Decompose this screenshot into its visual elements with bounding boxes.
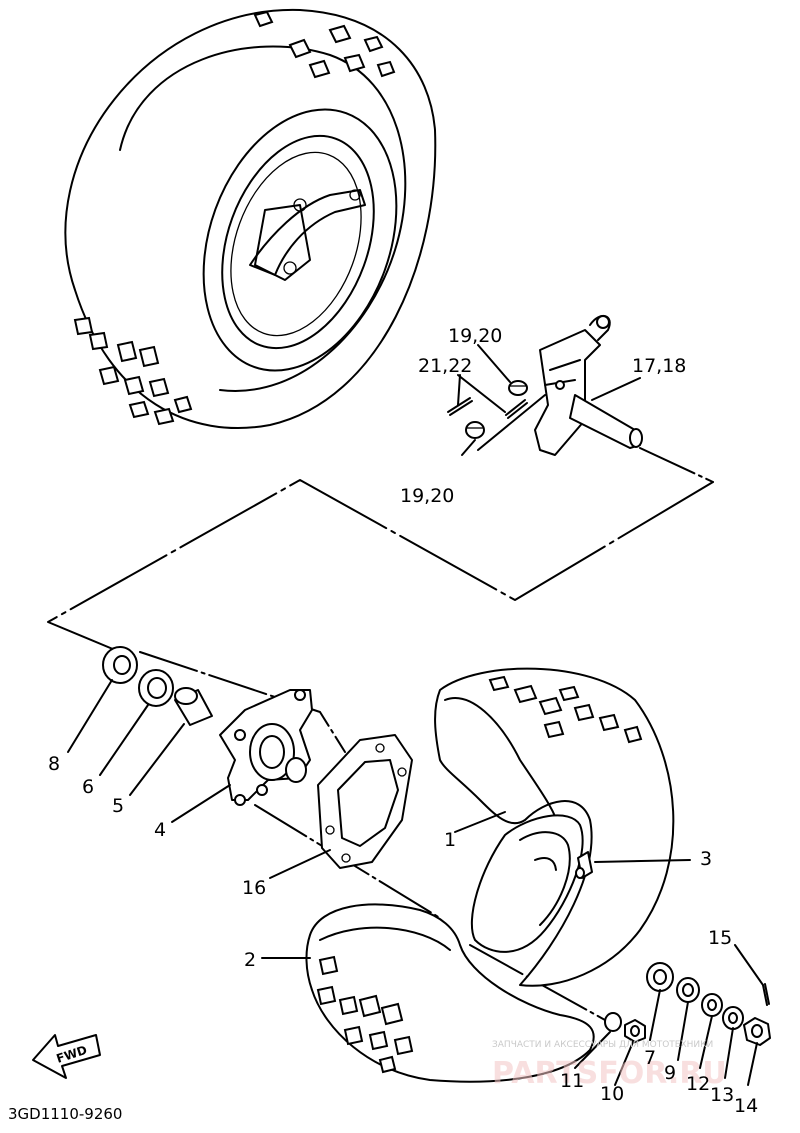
- tire-inner-half: [305, 903, 595, 1083]
- watermark-site: PARTSFOR.RU: [492, 1056, 727, 1091]
- callout-19-20-bottom: 19,20: [400, 485, 454, 507]
- callout-13: 13: [710, 1084, 734, 1106]
- assembled-wheel: [64, 8, 437, 429]
- part-14-nut: [743, 1017, 771, 1046]
- callout-7: 7: [644, 1047, 656, 1069]
- fwd-arrow: FWD: [32, 1034, 101, 1079]
- leader-lines-lower: [67, 679, 764, 1086]
- watermark: ЗАПЧАСТИ И АКСЕССУАРЫ ДЛЯ МОТОТЕХНИКИ PA…: [492, 1040, 727, 1091]
- wheel-rim-3: [470, 814, 593, 953]
- castle-nut-bottom: [465, 421, 485, 439]
- leader-lines-upper: [457, 344, 641, 456]
- part-7-washer: [646, 962, 674, 992]
- castle-nut-top: [508, 380, 528, 396]
- part-10-nut: [624, 1019, 646, 1043]
- callout-10: 10: [600, 1083, 624, 1105]
- callout-17-18: 17,18: [632, 355, 686, 377]
- callout-11: 11: [560, 1070, 584, 1092]
- part-13-washer: [722, 1006, 744, 1030]
- callout-3: 3: [700, 848, 712, 870]
- part-11-washer: [604, 1012, 622, 1032]
- callout-8: 8: [48, 753, 60, 775]
- callout-16: 16: [242, 877, 266, 899]
- oil-seal-8: [102, 646, 138, 684]
- callout-6: 6: [82, 776, 94, 798]
- watermark-tagline: ЗАПЧАСТИ И АКСЕССУАРЫ ДЛЯ МОТОТЕХНИКИ: [492, 1040, 713, 1050]
- callout-9: 9: [664, 1062, 676, 1084]
- part-9-washer: [676, 977, 700, 1003]
- callout-19-20-top: 19,20: [448, 325, 502, 347]
- part-12-collar: [701, 993, 723, 1017]
- part-15-cotter-pin: [762, 984, 768, 1006]
- bearing-6: [138, 669, 174, 707]
- callout-1: 1: [444, 829, 456, 851]
- callout-2: 2: [244, 949, 256, 971]
- callout-labels: 19,20 21,22 17,18 19,20 8 6 5 4 16 1 3 2…: [48, 325, 758, 1117]
- hub-nut-parts: [604, 962, 771, 1046]
- callout-21-22: 21,22: [418, 355, 472, 377]
- wheel-hub-4: [219, 689, 313, 806]
- drawing-code: 3GD1110-9260: [8, 1105, 122, 1123]
- gasket-plate-16: [317, 734, 413, 869]
- callout-15: 15: [708, 927, 732, 949]
- callout-4: 4: [154, 819, 166, 841]
- tire-outer-half: [434, 667, 675, 987]
- callout-12: 12: [686, 1073, 710, 1095]
- callout-5: 5: [112, 795, 124, 817]
- spacer-5: [174, 687, 213, 726]
- knuckle-assembly: [534, 315, 643, 456]
- cotter-pins: [447, 397, 528, 419]
- callout-14: 14: [734, 1095, 758, 1117]
